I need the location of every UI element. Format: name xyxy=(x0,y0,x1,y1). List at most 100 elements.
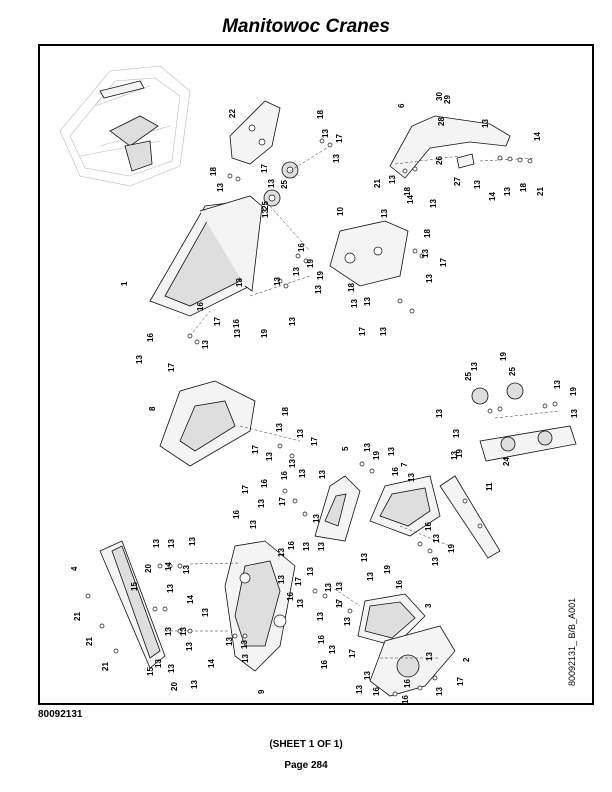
part-callout: 13 xyxy=(216,183,225,192)
part-callout: 13 xyxy=(182,565,191,574)
part-callout: 13 xyxy=(273,277,282,286)
part-callout: 20 xyxy=(170,682,179,691)
part-callout: 21 xyxy=(373,179,382,188)
part-callout: 13 xyxy=(306,567,315,576)
part-callout: 16 xyxy=(372,687,381,696)
document-number: 80092131 xyxy=(38,709,83,720)
part-callout: 13 xyxy=(249,520,258,529)
part-25-disc xyxy=(506,382,524,400)
part-callout: 25 xyxy=(464,372,473,381)
part-callout: 13 xyxy=(421,249,430,258)
part-callout: 13 xyxy=(553,380,562,389)
part-callout: 13 xyxy=(431,557,440,566)
part-24-bar xyxy=(479,425,577,462)
part-callout: 13 xyxy=(135,355,144,364)
part-callout: 22 xyxy=(228,109,237,118)
part-callout: 13 xyxy=(298,469,307,478)
part-callout: 11 xyxy=(485,482,494,491)
part-callout: 13 xyxy=(350,299,359,308)
part-callout: 19 xyxy=(447,544,456,553)
part-callout: 16 xyxy=(297,243,306,252)
part-callout: 13 xyxy=(167,539,176,548)
part-callout: 20 xyxy=(144,564,153,573)
part-callout: 13 xyxy=(190,680,199,689)
part-callout: 16 xyxy=(232,319,241,328)
part-10-plate xyxy=(329,220,409,287)
part-callout: 16 xyxy=(232,510,241,519)
part-22-bracket xyxy=(229,100,281,165)
part-callout: 16 xyxy=(286,592,295,601)
part-callout: 13 xyxy=(432,534,441,543)
part-callout: 13 xyxy=(185,642,194,651)
part-callout: 13 xyxy=(154,659,163,668)
part-callout: 3 xyxy=(424,603,433,608)
part-callout: 13 xyxy=(388,175,397,184)
part-callout: 9 xyxy=(257,689,266,694)
part-callout: 24 xyxy=(502,457,511,466)
part-callout: 14 xyxy=(207,659,216,668)
part-callout: 13 xyxy=(275,423,284,432)
part-callout: 13 xyxy=(332,154,341,163)
diagram-canvas: 3029628131422181317132627131413182121131… xyxy=(59,65,579,703)
part-callout: 16 xyxy=(424,522,433,531)
part-callout: 18 xyxy=(316,110,325,119)
drawing-reference-id: 80092131_ B/B_A001 xyxy=(567,598,577,686)
part-callout: 2 xyxy=(462,657,471,662)
part-callout: 14 xyxy=(406,195,415,204)
part-callout: 17 xyxy=(348,649,357,658)
part-callout: 16 xyxy=(196,302,205,311)
part-callout: 16 xyxy=(395,580,404,589)
part-callout: 13 xyxy=(166,584,175,593)
part-callout: 13 xyxy=(425,274,434,283)
hardware-fasteners xyxy=(85,138,558,697)
part-callout: 13 xyxy=(316,612,325,621)
part-callout: 5 xyxy=(341,446,350,451)
part-callout: 19 xyxy=(372,451,381,460)
part-callout: 17 xyxy=(335,599,344,608)
part-callout: 13 xyxy=(296,429,305,438)
part-callout: 27 xyxy=(453,177,462,186)
part-callout: 13 xyxy=(380,209,389,218)
part-callout: 13 xyxy=(152,539,161,548)
part-callout: 13 xyxy=(363,443,372,452)
part-callout: 13 xyxy=(473,180,482,189)
part-callout: 17 xyxy=(167,363,176,372)
part-callout: 17 xyxy=(278,497,287,506)
part-callout: 13 xyxy=(435,687,444,696)
part-callout: 13 xyxy=(343,617,352,626)
part-callout: 21 xyxy=(85,637,94,646)
part-callout: 16 xyxy=(287,541,296,550)
part-callout: 13 xyxy=(318,470,327,479)
part-callout: 13 xyxy=(267,179,276,188)
part-callout: 4 xyxy=(70,566,79,571)
part-callout: 19 xyxy=(569,387,578,396)
page-number: Page 284 xyxy=(284,760,328,771)
part-callout: 13 xyxy=(425,652,434,661)
part-callout: 13 xyxy=(257,499,266,508)
part-callout: 19 xyxy=(306,259,315,268)
part-callout: 17 xyxy=(456,677,465,686)
part-callout: 13 xyxy=(450,451,459,460)
part-callout: 14 xyxy=(186,595,195,604)
part-callout: 19 xyxy=(260,329,269,338)
part-callout: 13 xyxy=(314,285,323,294)
part-2-housing xyxy=(369,625,456,697)
part-callout: 13 xyxy=(379,327,388,336)
part-callout: 13 xyxy=(167,664,176,673)
assembly-leader-lines xyxy=(165,145,561,659)
part-callout: 15 xyxy=(146,667,155,676)
sheet-indicator: (SHEET 1 OF 1) xyxy=(269,739,343,750)
part-callout: 13 xyxy=(225,637,234,646)
part-25-disc xyxy=(471,387,489,405)
part-8-bracket xyxy=(159,380,256,467)
part-5-bracket xyxy=(314,475,361,542)
part-callout: 13 xyxy=(335,582,344,591)
part-callout: 21 xyxy=(101,662,110,671)
part-callout: 13 xyxy=(201,608,210,617)
part-callout: 21 xyxy=(73,612,82,621)
part-callout: 15 xyxy=(130,582,139,591)
part-callout: 28 xyxy=(437,117,446,126)
part-callout: 16 xyxy=(280,471,289,480)
